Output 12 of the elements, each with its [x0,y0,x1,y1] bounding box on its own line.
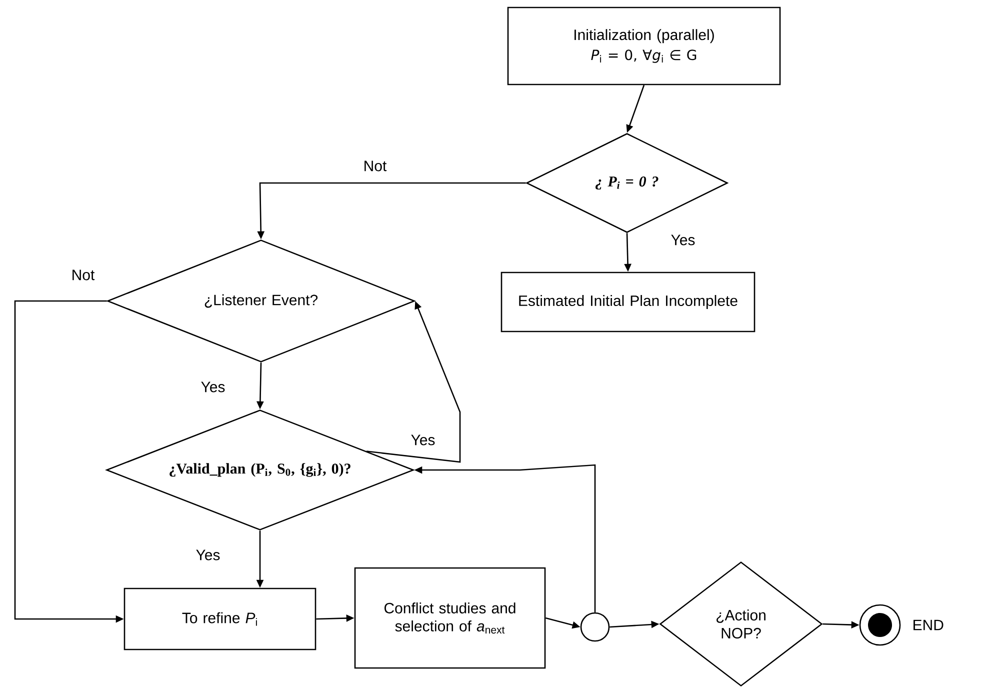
end-label: END [914,620,944,630]
edge-label: Yes [200,380,226,394]
process-box: Conflict studies and selection of a$_{next}$ [354,567,546,669]
edge-label: Not [362,160,388,172]
end-symbol [859,604,901,646]
edge-label: Yes [670,234,696,246]
edge-label: Yes [194,548,222,562]
edge-label: Not [70,268,96,282]
junction-circle [580,612,610,642]
process-box: To refine P$_{i}$ [124,588,316,650]
process-box: Estimated Initial Plan Incomplete [500,272,756,332]
process-box: Initialization (parallel) P$_{i}$ = 0, ∀g$_{i}$ ∈ G [507,6,781,86]
